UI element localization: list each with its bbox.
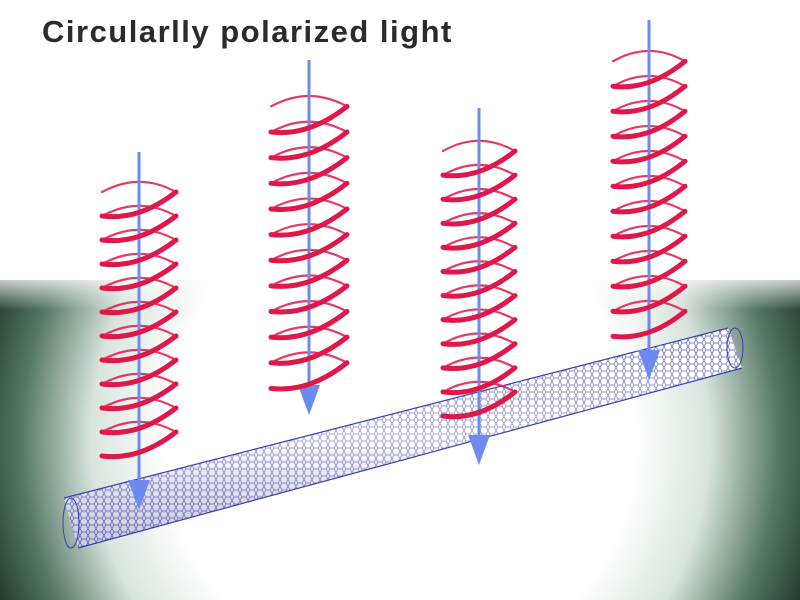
helix-arrow-icon (268, 60, 350, 415)
helix-arrow-icon (610, 20, 688, 380)
beam-1 (99, 152, 179, 510)
helix-arrow-icon (99, 152, 179, 510)
page-title: Circularlly polarized light (42, 14, 453, 49)
carbon-nanotube-icon (62, 327, 744, 549)
beam-3 (440, 108, 518, 465)
beam-4 (610, 20, 688, 380)
beam-2 (268, 60, 350, 415)
helix-arrow-icon (440, 108, 518, 465)
